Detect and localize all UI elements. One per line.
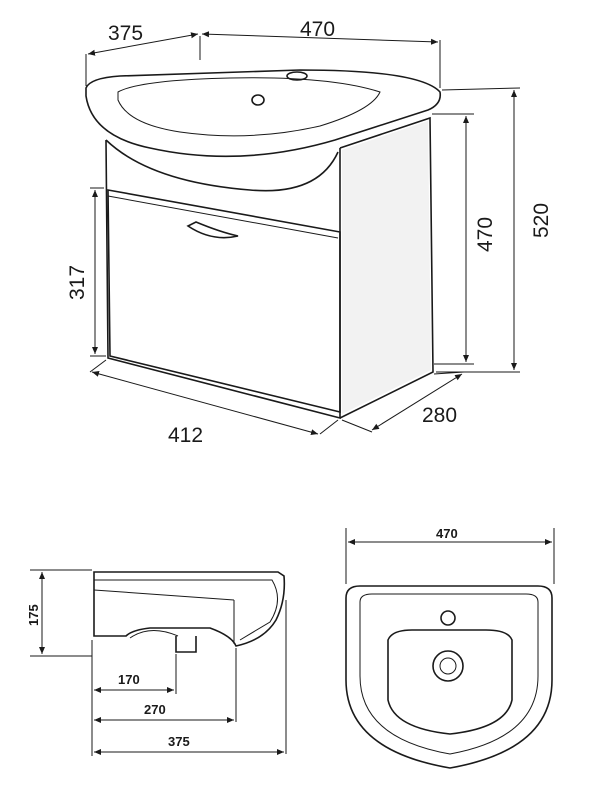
dim-line-470-top bbox=[201, 31, 439, 45]
plan-drain-inner bbox=[439, 657, 457, 675]
dim-label-470-top: 470 bbox=[300, 18, 335, 41]
dim-label-470-side: 470 bbox=[474, 217, 497, 252]
dim-label-412: 412 bbox=[168, 424, 203, 447]
dim-label-280: 280 bbox=[422, 404, 457, 427]
basin-side-profile bbox=[93, 571, 286, 647]
plan-tap-hole bbox=[440, 610, 456, 626]
basin-plan-view: 470 bbox=[345, 526, 555, 769]
cabinet-front-face bbox=[105, 139, 341, 420]
door-edge bbox=[107, 195, 339, 239]
dim-label-375-top: 375 bbox=[108, 22, 143, 45]
cabinet-side-shade bbox=[342, 121, 431, 414]
dim-label-170: 170 bbox=[118, 672, 140, 687]
door-handle bbox=[186, 221, 239, 239]
basin-plan-bowl bbox=[387, 629, 513, 735]
dim-line-375-top bbox=[87, 32, 199, 56]
basin-rim bbox=[85, 69, 442, 158]
vanity-3d-view: 375 470 520 470 317 412 280 bbox=[66, 18, 553, 447]
basin-plan-rim bbox=[359, 593, 539, 755]
tap-hole bbox=[286, 71, 308, 81]
dim-line-412 bbox=[91, 370, 319, 436]
basin-side-view: 175 170 270 375 bbox=[26, 569, 287, 756]
basin-belly bbox=[105, 139, 339, 192]
cabinet-door bbox=[107, 189, 341, 414]
plan-drain-outer bbox=[432, 650, 464, 682]
dim-label-520: 520 bbox=[530, 203, 553, 238]
dim-line-280 bbox=[371, 373, 463, 431]
basin-bowl-inner bbox=[117, 77, 381, 137]
basin-side-drain bbox=[175, 636, 197, 653]
dim-label-375-side: 375 bbox=[168, 734, 190, 749]
dim-label-317: 317 bbox=[66, 265, 89, 300]
drain-hole bbox=[251, 94, 265, 106]
dim-label-470-plan: 470 bbox=[436, 526, 458, 541]
basin-plan-outline bbox=[345, 585, 553, 769]
dim-label-175: 175 bbox=[26, 604, 41, 626]
dim-label-270: 270 bbox=[144, 702, 166, 717]
